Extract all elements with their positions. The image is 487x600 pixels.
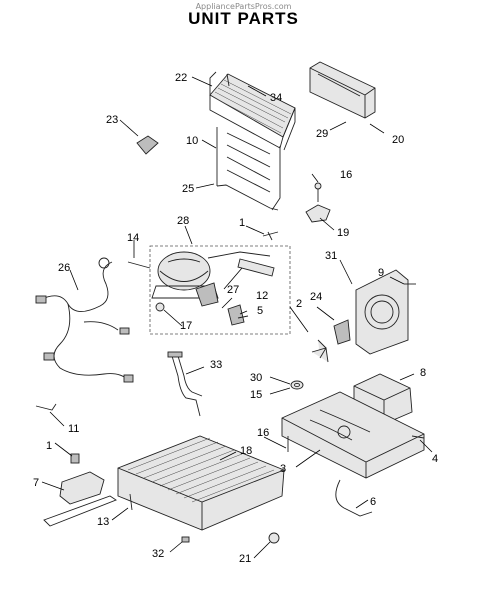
- callout-11: 11: [68, 423, 79, 435]
- condenser-assembly: [209, 71, 296, 211]
- callout-4: 4: [432, 453, 438, 465]
- defrost-terminator: [43, 453, 117, 527]
- grommet: [290, 380, 304, 390]
- start-relay: [227, 304, 249, 326]
- callout-18: 18: [240, 445, 252, 457]
- callout-26: 26: [58, 262, 70, 274]
- callout-30: 30: [250, 372, 262, 384]
- watermark: AppliancePartsPros.com: [195, 2, 292, 11]
- callout-24: 24: [310, 291, 322, 303]
- callout-20: 20: [392, 134, 404, 146]
- callout-2: 2: [296, 298, 302, 310]
- callout-23: 23: [106, 114, 118, 126]
- callout-3: 3: [280, 463, 286, 475]
- drain-tube: [167, 351, 203, 417]
- insulation-plate: [136, 135, 159, 155]
- misc-hardware: [127, 261, 373, 544]
- callout-8: 8: [420, 367, 426, 379]
- callout-29: 29: [316, 128, 328, 140]
- leader-lines: [41, 76, 433, 559]
- condenser-fan: [311, 269, 416, 363]
- compressor-assembly: [149, 231, 291, 335]
- callout-27: 27: [227, 284, 239, 296]
- callout-5: 5: [257, 305, 263, 317]
- callout-1-upper: 1: [239, 217, 245, 229]
- screw: [35, 403, 57, 411]
- air-duct: [309, 61, 376, 119]
- callout-10: 10: [186, 135, 198, 147]
- callout-34: 34: [270, 92, 282, 104]
- callout-32: 32: [152, 548, 164, 560]
- callout-25: 25: [182, 183, 194, 195]
- callout-15: 15: [250, 389, 262, 401]
- drier-bracket: [305, 182, 331, 223]
- callout-19: 19: [337, 227, 349, 239]
- callout-16-lower: 16: [257, 427, 269, 439]
- callout-labels: 22 34 29 20 23 10 25 16 19 28 1 14 26 9 …: [33, 72, 438, 565]
- callout-12: 12: [256, 290, 268, 302]
- callout-9: 9: [378, 267, 384, 279]
- callout-13: 13: [97, 516, 109, 528]
- callout-21: 21: [239, 553, 251, 565]
- page-title: UNIT PARTS: [188, 9, 299, 28]
- callout-16-upper: 16: [340, 169, 352, 181]
- callout-28: 28: [177, 215, 189, 227]
- callout-14: 14: [127, 232, 139, 244]
- wire-harness: [35, 257, 134, 383]
- callout-22: 22: [175, 72, 187, 84]
- callout-17: 17: [180, 320, 192, 332]
- callout-31: 31: [325, 250, 337, 262]
- callout-7: 7: [33, 477, 39, 489]
- callout-33: 33: [210, 359, 222, 371]
- base-pan: [281, 391, 425, 479]
- drain-pan-heater: [117, 435, 285, 531]
- callout-6: 6: [370, 496, 376, 508]
- callout-1-lower: 1: [46, 440, 52, 452]
